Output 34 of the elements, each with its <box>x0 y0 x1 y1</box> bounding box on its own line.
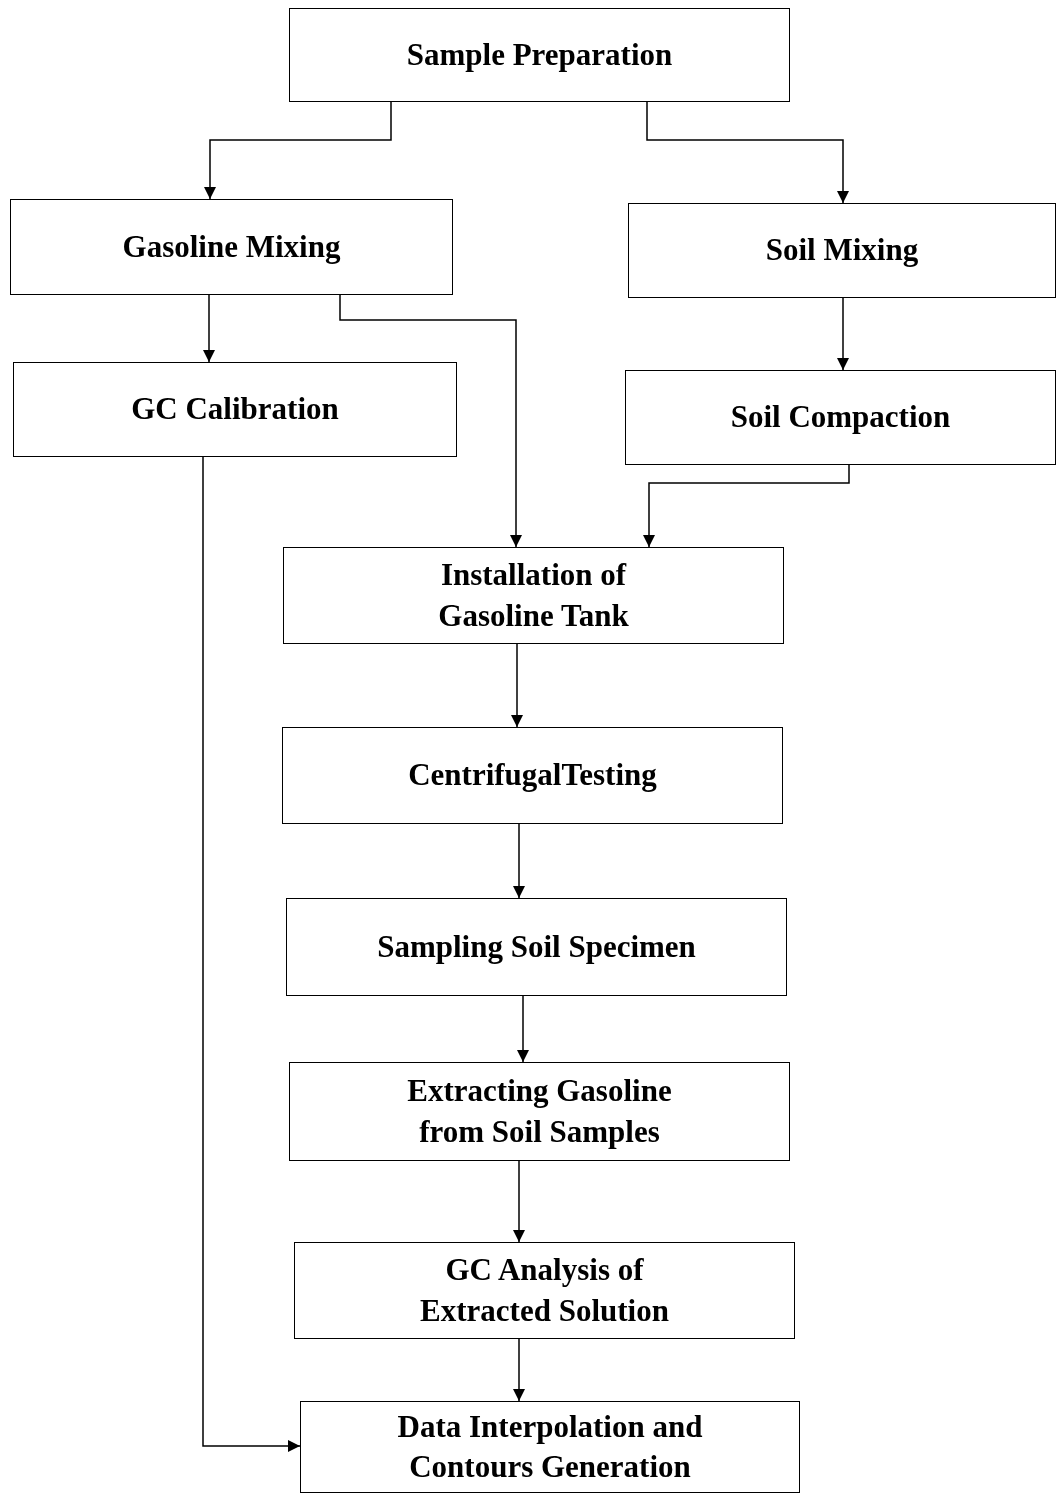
process-box <box>289 1062 790 1161</box>
process-box <box>628 203 1056 298</box>
process-box <box>10 199 453 295</box>
step-label: GC Calibration <box>131 390 339 429</box>
arrow <box>646 101 849 204</box>
step-label: Data Interpolation and Contours Generation <box>396 1407 704 1486</box>
arrow <box>203 294 215 363</box>
arrow <box>511 643 523 728</box>
arrow <box>643 464 850 548</box>
process-box <box>283 547 784 644</box>
process-box <box>294 1242 795 1339</box>
process-box <box>625 370 1056 465</box>
step-label: Installation of Gasoline Tank <box>437 556 630 635</box>
arrow <box>204 101 392 200</box>
step-label: Sample Preparation <box>406 35 673 74</box>
step-label: CentrifugalTesting <box>408 756 657 795</box>
step-label: Extracting Gasoline from Soil Samples <box>406 1072 673 1151</box>
arrow <box>513 823 525 899</box>
step-label: Soil Mixing <box>765 231 919 270</box>
arrow <box>339 294 522 548</box>
step-label: Sampling Soil Specimen <box>377 927 696 966</box>
process-box <box>289 8 790 102</box>
process-box <box>286 898 787 996</box>
arrow <box>513 1338 525 1402</box>
step-label: Soil Compaction <box>730 398 951 437</box>
step-label: GC Analysis of Extracted Solution <box>419 1251 670 1330</box>
arrow <box>513 1160 525 1243</box>
process-box <box>282 727 783 824</box>
process-box <box>300 1401 800 1493</box>
arrow <box>837 297 849 371</box>
arrow <box>517 995 529 1063</box>
process-box <box>13 362 457 457</box>
arrow <box>202 456 301 1452</box>
step-label: Gasoline Mixing <box>122 227 341 266</box>
